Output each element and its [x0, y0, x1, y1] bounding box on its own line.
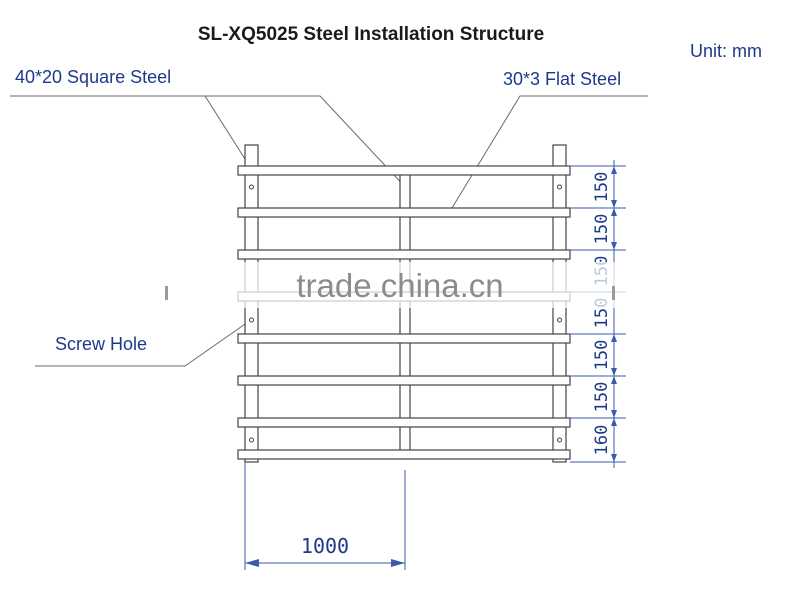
rail-7 — [237, 417, 571, 428]
rail-1 — [237, 165, 571, 176]
unit-label: Unit: mm — [690, 41, 762, 61]
width-dimension-arrows — [245, 559, 405, 567]
dimension-spacing-5: 150 — [592, 340, 612, 371]
screw-hole-right-mid — [557, 317, 562, 323]
screw-hole-leader — [35, 321, 249, 367]
diagram-title: SL-XQ5025 Steel Installation Structure — [198, 24, 544, 45]
dimension-spacing-7: 160 — [592, 425, 612, 456]
watermark-mark-right — [612, 286, 615, 300]
screw-hole-right-top — [557, 184, 562, 190]
square-steel-leader — [10, 95, 253, 171]
screw-hole-left-mid — [249, 317, 254, 323]
rail-2 — [237, 207, 571, 218]
screw-hole-left-top — [249, 184, 254, 190]
flat-steel-leader — [451, 95, 648, 209]
width-dimension-value: 1000 — [301, 534, 349, 558]
screw-holes — [249, 184, 562, 443]
leader-lines — [10, 95, 648, 367]
screw-hole-label: Screw Hole — [55, 334, 147, 354]
vertical-dimension-ticks — [611, 166, 617, 462]
dimension-spacing-1: 150 — [592, 172, 612, 203]
square-steel-label: 40*20 Square Steel — [15, 67, 171, 87]
rail-5 — [237, 333, 571, 344]
dimension-spacing-2: 150 — [592, 214, 612, 245]
square-steel-leader-2 — [205, 95, 409, 191]
screw-hole-left-bottom — [249, 437, 254, 443]
rail-6 — [237, 375, 571, 386]
watermark-band — [0, 262, 800, 308]
screw-hole-right-bottom — [557, 437, 562, 443]
watermark-mark-left — [165, 286, 168, 300]
dimension-spacing-6: 150 — [592, 382, 612, 413]
watermark-text: trade.china.cn — [296, 267, 503, 304]
width-dimension-lines — [244, 462, 406, 570]
rail-3 — [237, 249, 571, 260]
rail-8 — [237, 449, 571, 460]
flat-steel-label: 30*3 Flat Steel — [503, 69, 621, 89]
